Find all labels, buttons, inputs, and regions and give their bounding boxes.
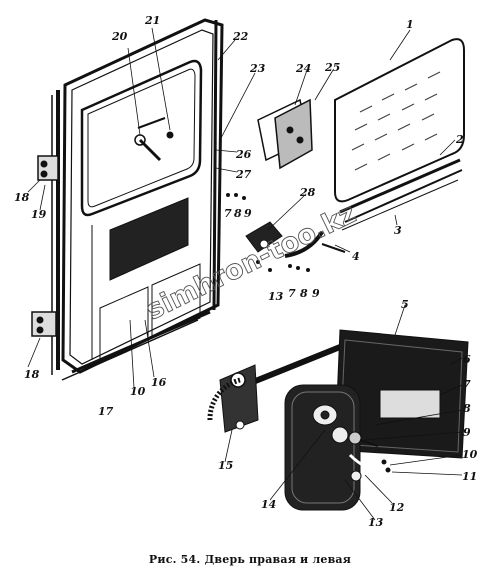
window-glass — [334, 38, 465, 231]
label-28: 28 — [299, 186, 316, 199]
label-24: 24 — [295, 62, 311, 75]
leader-lines — [27, 27, 463, 521]
lock-plate — [257, 98, 313, 170]
label-19: 19 — [31, 208, 47, 221]
label-11: 11 — [462, 470, 477, 483]
label-8-upper: 8 — [234, 207, 242, 220]
label-14: 14 — [261, 498, 276, 511]
label-25: 25 — [324, 61, 340, 74]
glass-channel — [339, 158, 463, 231]
label-8-lower: 8 — [300, 287, 308, 300]
lock-mechanism — [245, 221, 346, 258]
label-26: 26 — [235, 148, 252, 161]
label-9-upper: 9 — [244, 207, 252, 220]
label-13: 13 — [368, 516, 384, 529]
label-9-lower: 9 — [312, 287, 320, 300]
label-12: 12 — [389, 501, 405, 514]
label-9: 9 — [463, 426, 471, 439]
window-mechanism — [134, 117, 174, 162]
door-panel — [51, 18, 224, 375]
label-8: 8 — [463, 402, 471, 415]
trim-panel — [334, 329, 469, 459]
label-16: 16 — [151, 376, 167, 389]
label-7: 7 — [463, 378, 471, 391]
lower-hinge — [31, 311, 57, 337]
window-regulator — [207, 342, 347, 433]
upper-hinge — [37, 155, 59, 181]
label-22: 22 — [232, 30, 249, 43]
screws-upper — [226, 193, 246, 200]
label-5: 5 — [401, 298, 409, 311]
label-13-lock: 13 — [268, 290, 284, 303]
part-labels: 1 2 3 4 5 6 7 8 9 10 11 12 13 14 15 16 1… — [14, 14, 478, 529]
label-1: 1 — [406, 18, 414, 31]
label-2: 2 — [455, 133, 464, 146]
label-15: 15 — [218, 459, 233, 472]
label-18-lower: 18 — [24, 368, 40, 381]
label-6: 6 — [463, 353, 471, 366]
label-18-upper: 18 — [14, 191, 30, 204]
label-27: 27 — [235, 168, 252, 181]
label-10: 10 — [462, 448, 478, 461]
label-20: 20 — [111, 30, 128, 43]
inner-panel — [284, 384, 391, 511]
label-3: 3 — [394, 224, 402, 237]
label-17: 17 — [98, 405, 114, 418]
bottom-seal — [61, 310, 211, 381]
label-21: 21 — [144, 14, 160, 27]
label-23: 23 — [249, 62, 266, 75]
screws-lower — [256, 260, 310, 272]
figure-caption: Рис. 54. Дверь правая и левая — [148, 553, 352, 566]
label-7-lower: 7 — [288, 287, 296, 300]
label-4: 4 — [352, 250, 360, 263]
label-10-door: 10 — [130, 385, 146, 398]
label-7-upper: 7 — [224, 207, 232, 220]
